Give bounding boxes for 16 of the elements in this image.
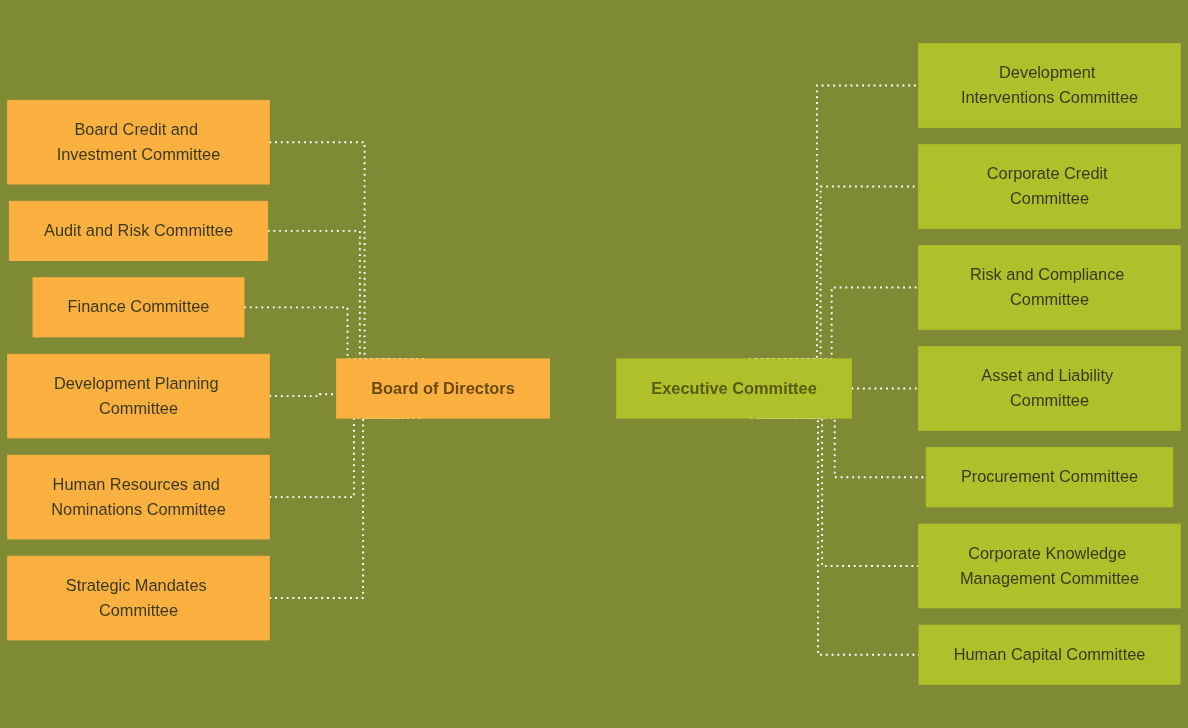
node-box: Development Interventions Committee xyxy=(918,43,1181,128)
node-box: Asset and Liability Committee xyxy=(918,346,1181,431)
node-box: Human Capital Committee xyxy=(918,624,1181,685)
node-box: Executive Committee xyxy=(616,358,852,419)
node-box: Corporate Knowledge Management Committee xyxy=(918,523,1181,609)
node-box: Strategic Mandates Committee xyxy=(7,555,270,641)
connector xyxy=(850,387,920,390)
node-box: Corporate Credit Committee xyxy=(918,144,1181,229)
node-box: Procurement Committee xyxy=(925,447,1174,508)
node-box: Human Resources and Nominations Committee xyxy=(7,454,270,540)
node-box: Development Planning Committee xyxy=(7,353,270,439)
node-box: Finance Committee xyxy=(32,277,245,338)
node-box: Board Credit and Investment Committee xyxy=(7,99,270,185)
node-box: Risk and Compliance Committee xyxy=(918,245,1181,330)
node-box: Audit and Risk Committee xyxy=(8,200,269,261)
node-box: Board of Directors xyxy=(336,358,550,419)
